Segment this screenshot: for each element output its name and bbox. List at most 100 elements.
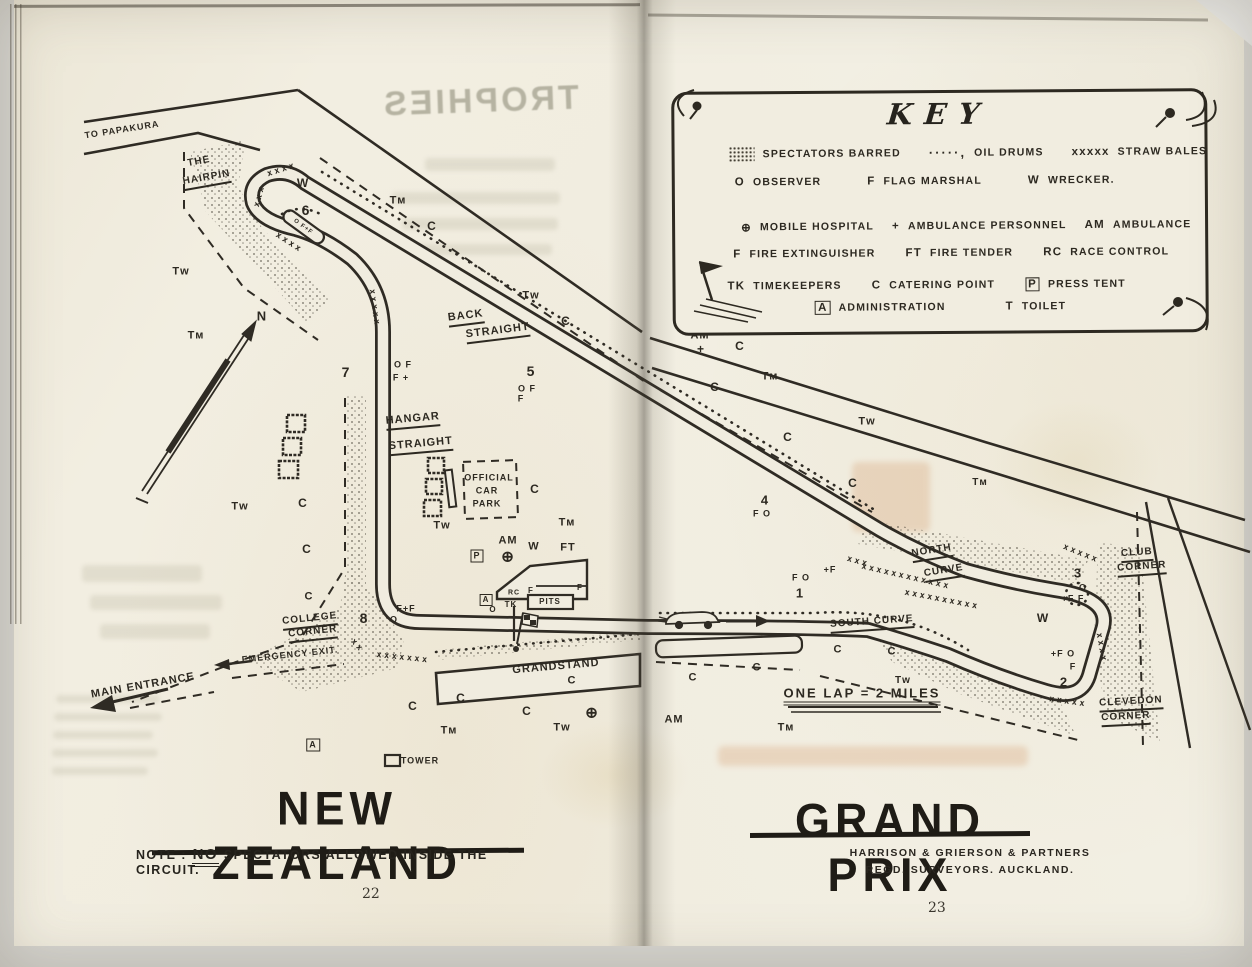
- map-label: C: [298, 496, 308, 510]
- page-title-left: NEW ZEALAND: [212, 781, 462, 890]
- key-label: AMBULANCE PERSONNEL: [907, 219, 1067, 233]
- map-label: F: [528, 586, 534, 595]
- map-label: Tᴡ: [522, 289, 540, 302]
- map-label: AM: [498, 534, 518, 547]
- map-label: +F F: [1061, 593, 1085, 604]
- map-label: TK: [504, 600, 518, 609]
- map-label: P: [470, 549, 484, 563]
- bleed-through-block: [852, 462, 930, 532]
- map-label: C: [848, 476, 858, 490]
- bleed-through-line: [52, 749, 158, 757]
- key-symbol: F: [733, 248, 742, 261]
- bleed-through-title: TROPHIES: [380, 78, 580, 124]
- map-label: C: [456, 691, 466, 705]
- bleed-through-line: [54, 713, 162, 721]
- key-symbol: O: [734, 176, 745, 189]
- surveyor-credit: HARRISON & GRIERSON & PARTNERS: [849, 847, 1091, 859]
- note-line: NOTE : NO SPECTATORS ALLOWED INSIDE THE …: [136, 846, 556, 877]
- book-gutter-shadow: [608, 0, 676, 946]
- map-label: Tᴍ: [777, 721, 795, 734]
- map-label: +F: [823, 564, 837, 575]
- map-label: W: [528, 540, 540, 553]
- map-label: Tᴡ: [553, 721, 571, 734]
- map-label: C: [688, 671, 698, 684]
- key-label: SPECTATORS BARRED: [762, 146, 901, 160]
- key-label: CATERING POINT: [889, 278, 996, 292]
- key-symbol: xxxxx: [1071, 145, 1110, 158]
- key-label: RACE CONTROL: [1070, 245, 1170, 259]
- key-symbol: W: [1027, 174, 1041, 187]
- key-label: MOBILE HOSPITAL: [759, 220, 875, 234]
- note-emphasis: NO: [191, 846, 219, 867]
- map-label: A: [479, 594, 493, 606]
- map-label: Tᴍ: [972, 477, 988, 488]
- map-label: C: [561, 314, 571, 328]
- bleed-through-line: [53, 731, 153, 739]
- map-label: Tᴍ: [761, 370, 779, 383]
- key-rows: SPECTATORS BARRED ·····,OIL DRUMS xxxxx STR…: [674, 91, 1207, 315]
- key-label: AMBULANCE: [1112, 218, 1192, 231]
- marker-post-8: 8: [359, 610, 369, 626]
- map-label: F: [577, 583, 583, 592]
- map-label: F+F: [396, 603, 416, 614]
- map-label: C: [408, 699, 418, 713]
- map-label: W: [1036, 611, 1050, 625]
- bleed-through-line: [52, 767, 148, 775]
- map-label: C: [735, 339, 745, 353]
- marker-post-7: 7: [341, 364, 351, 380]
- label-tower: TOWER: [400, 755, 440, 766]
- label-lap-distance: ONE LAP = 2 MILES: [783, 687, 941, 706]
- map-label: Tᴡ: [231, 500, 249, 513]
- key-label: TOILET: [1021, 300, 1067, 313]
- map-key-panel: KEY SPECTATORS BARRED ·····,OIL DRUMS xxxx…: [671, 88, 1209, 336]
- marker-post-2: 2: [1059, 674, 1069, 690]
- key-symbol: AM: [1084, 218, 1105, 231]
- key-row: SPECTATORS BARRED ·····,OIL DRUMS xxxxx STR…: [728, 143, 1208, 162]
- bleed-through-line: [425, 158, 555, 171]
- map-label: C: [530, 482, 540, 496]
- map-label: Tᴡ: [858, 415, 876, 428]
- map-label: AM: [664, 714, 683, 726]
- map-label: Tᴍ: [187, 329, 205, 342]
- page-number-left: 22: [362, 886, 380, 902]
- page-number-right: 23: [928, 900, 946, 916]
- marker-post-4: 4: [760, 492, 770, 508]
- key-label: TIMEKEEPERS: [753, 279, 842, 293]
- map-label: F +: [392, 372, 410, 383]
- map-label: O F: [394, 359, 412, 370]
- key-symbol: RC: [1043, 246, 1063, 259]
- key-symbol: TK: [727, 280, 746, 293]
- map-label: C: [427, 219, 437, 233]
- key-title: KEY: [885, 96, 993, 132]
- map-label: F: [1069, 661, 1077, 672]
- marker-post-6: 6: [301, 202, 311, 218]
- key-label: PRESS TENT: [1047, 277, 1126, 291]
- map-label: C: [887, 645, 897, 658]
- bleed-through-line: [412, 244, 552, 255]
- key-entry: AM AMBULANCE: [1085, 218, 1192, 231]
- note-rest: SPECTATORS ALLOWED INSIDE THE CIRCUIT.: [136, 848, 488, 877]
- key-label: STRAW BALES: [1117, 144, 1208, 158]
- label-compass-north: N: [256, 308, 268, 324]
- map-label: C: [752, 661, 762, 674]
- map-label: C: [302, 542, 312, 556]
- map-label: O: [489, 605, 497, 614]
- map-label: O: [389, 614, 399, 625]
- key-entry: ·····,OIL DRUMS: [929, 144, 1044, 160]
- map-label: W: [296, 176, 310, 190]
- map-label: Tᴍ: [440, 724, 458, 737]
- label-official-car-park: CAR: [475, 485, 499, 496]
